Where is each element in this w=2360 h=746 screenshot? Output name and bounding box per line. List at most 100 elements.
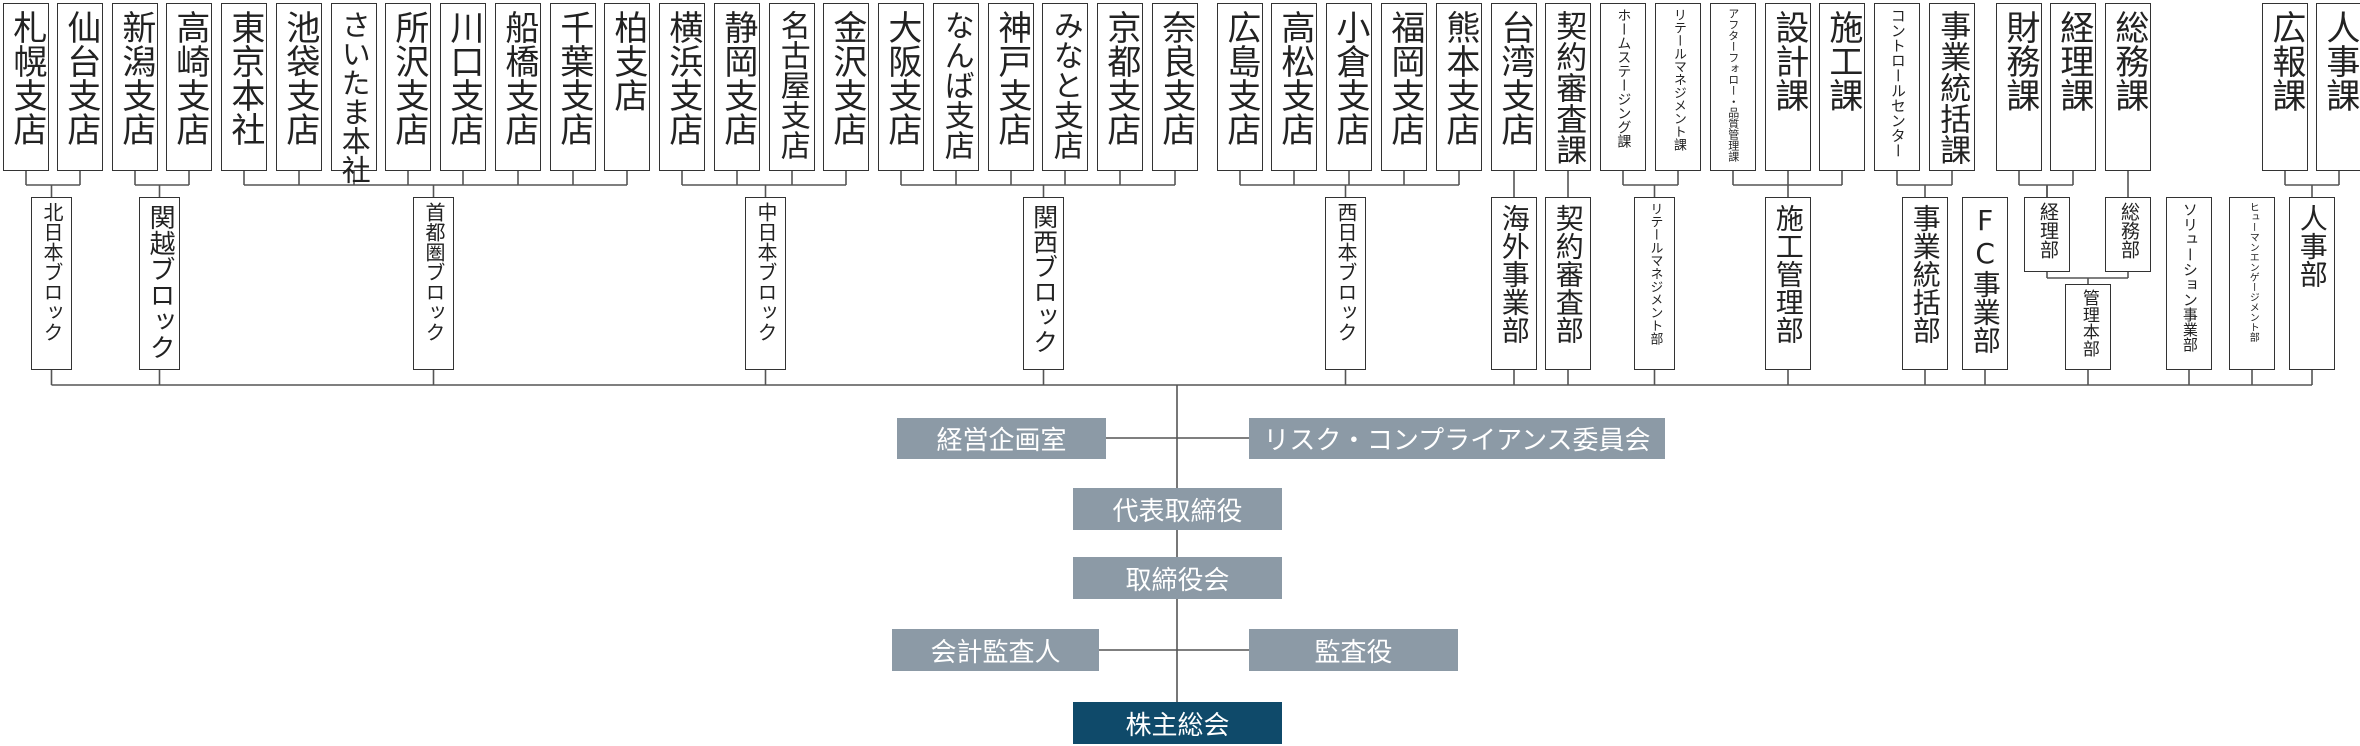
dept-label: 札幌支店	[6, 10, 47, 146]
dept-saitama: さいたま本社	[331, 3, 377, 184]
division-label: 管理本部	[2078, 289, 2099, 357]
dept-label: 施工課	[1822, 10, 1863, 112]
division-kanetsu: 関越ブロック	[139, 197, 180, 370]
dept-label: 千葉支店	[553, 10, 594, 146]
dept-kyoto: 京都支店	[1097, 3, 1143, 171]
dept-label: 金沢支店	[826, 10, 867, 146]
division-label: 関西ブロック	[1029, 204, 1059, 354]
dept-namba: なんば支店	[933, 3, 979, 171]
dept-keiyaku-ka: 契約審査課	[1545, 3, 1591, 171]
division-nishi: 西日本ブロック	[1325, 197, 1366, 370]
dept-label: なんば支店	[938, 10, 974, 160]
dept-label: 横浜支店	[662, 10, 703, 146]
division-label: 事業統括部	[1908, 204, 1942, 344]
division-human: ヒューマンエンゲージメント部	[2229, 197, 2275, 370]
dept-kumamoto: 熊本支店	[1436, 3, 1482, 171]
dept-label: アフターフォロー・品質管理課	[1726, 8, 1740, 162]
dept-zaimu: 財務課	[1996, 3, 2042, 171]
dept-label: 船橋支店	[498, 10, 539, 146]
division-label: 経理部	[2036, 202, 2059, 259]
dept-sapporo: 札幌支店	[3, 3, 49, 171]
dept-homestaging: ホームステージング課	[1600, 3, 1646, 171]
dept-shizuoka: 静岡支店	[714, 3, 760, 171]
dept-kashiwa: 柏支店	[604, 3, 650, 171]
dept-hiroshima: 広島支店	[1217, 3, 1263, 171]
dept-label: 広島支店	[1220, 10, 1261, 146]
dept-label: 熊本支店	[1439, 10, 1480, 146]
division-keiyaku-bu: 契約審査部	[1545, 197, 1591, 370]
dept-nagoya: 名古屋支店	[769, 3, 815, 171]
governance-label: 監査役	[1314, 637, 1393, 668]
dept-minato: みなと支店	[1042, 3, 1088, 171]
dept-retail-ka: リテールマネジメント課	[1655, 3, 1701, 171]
division-jigyo-bu: 事業統括部	[1902, 197, 1948, 370]
dept-label: 神戸支店	[991, 10, 1032, 146]
dept-label: 川口支店	[443, 10, 484, 146]
governance-label: 経営企画室	[936, 426, 1067, 456]
dept-label: 池袋支店	[279, 10, 320, 146]
dept-label: 柏支店	[607, 10, 648, 112]
dept-label: 高崎支店	[169, 10, 210, 146]
division-label: 施工管理部	[1771, 204, 1805, 344]
division-seko-kanri: 施工管理部	[1765, 197, 1811, 370]
dept-niigata: 新潟支店	[112, 3, 158, 171]
dept-jinji-ka: 人事課	[2316, 3, 2360, 171]
dept-label: 台湾支店	[1494, 10, 1535, 146]
division-label: 人事部	[2295, 204, 2329, 288]
dept-label: 経理課	[2053, 10, 2094, 112]
dept-sendai: 仙台支店	[57, 3, 103, 171]
governance-torishimari: 取締役会	[1073, 557, 1282, 599]
dept-label: 奈良支店	[1155, 10, 1196, 146]
dept-takamatsu: 高松支店	[1271, 3, 1317, 171]
dept-label: 小倉支店	[1329, 10, 1370, 146]
dept-label: 広報課	[2265, 10, 2306, 112]
division-fc: FC事業部	[1962, 197, 2008, 370]
division-label: 総務部	[2117, 202, 2140, 259]
dept-kawaguchi: 川口支店	[440, 3, 486, 171]
division-somu-bu: 総務部	[2105, 197, 2151, 272]
dept-label: さいたま本社	[337, 10, 372, 184]
division-kaigai: 海外事業部	[1491, 197, 1537, 370]
division-label: 契約審査部	[1551, 204, 1585, 344]
division-kanri-honbu: 管理本部	[2065, 284, 2111, 370]
dept-label: コントロールセンター	[1888, 8, 1907, 158]
dept-label: 人事課	[2319, 10, 2360, 112]
dept-kanazawa: 金沢支店	[823, 3, 869, 171]
dept-label: 大阪支店	[881, 10, 922, 146]
division-label: 中日本ブロック	[754, 202, 778, 342]
governance-label: 代表取締役	[1112, 496, 1243, 527]
dept-label: 所沢支店	[388, 10, 429, 146]
dept-nara: 奈良支店	[1152, 3, 1198, 171]
dept-label: 設計課	[1768, 10, 1809, 112]
dept-label: 財務課	[1999, 10, 2040, 112]
dept-yokohama: 横浜支店	[659, 3, 705, 171]
division-label: 海外事業部	[1497, 204, 1531, 344]
governance-daihyo: 代表取締役	[1073, 488, 1282, 530]
division-label: ヒューマンエンゲージメント部	[2247, 202, 2259, 342]
governance-kaikei: 会計監査人	[892, 629, 1099, 671]
dept-afterfollow: アフターフォロー・品質管理課	[1710, 3, 1756, 171]
dept-label: 仙台支店	[60, 10, 101, 146]
dept-label: 高松支店	[1274, 10, 1315, 146]
dept-somu-ka: 総務課	[2105, 3, 2151, 171]
dept-control: コントロールセンター	[1874, 3, 1920, 171]
division-label: リテールマネジメント部	[1647, 202, 1663, 345]
division-chu: 中日本ブロック	[745, 197, 786, 370]
dept-label: 新潟支店	[115, 10, 156, 146]
governance-kansa: 監査役	[1249, 629, 1458, 671]
division-keiri-bu: 経理部	[2024, 197, 2070, 272]
division-label: 関越ブロック	[145, 204, 176, 360]
dept-label: 東京本社	[224, 10, 265, 146]
governance-label: 取締役会	[1125, 565, 1230, 596]
division-label: 首都圏ブロック	[422, 202, 446, 342]
dept-kokura: 小倉支店	[1326, 3, 1372, 171]
governance-label: 会計監査人	[930, 637, 1061, 668]
dept-chiba: 千葉支店	[550, 3, 596, 171]
dept-osaka: 大阪支店	[878, 3, 924, 171]
dept-takasaki: 高崎支店	[166, 3, 212, 171]
division-jinji-bu: 人事部	[2289, 197, 2335, 370]
division-label: 北日本ブロック	[40, 202, 64, 342]
dept-label: みなと支店	[1047, 10, 1083, 160]
